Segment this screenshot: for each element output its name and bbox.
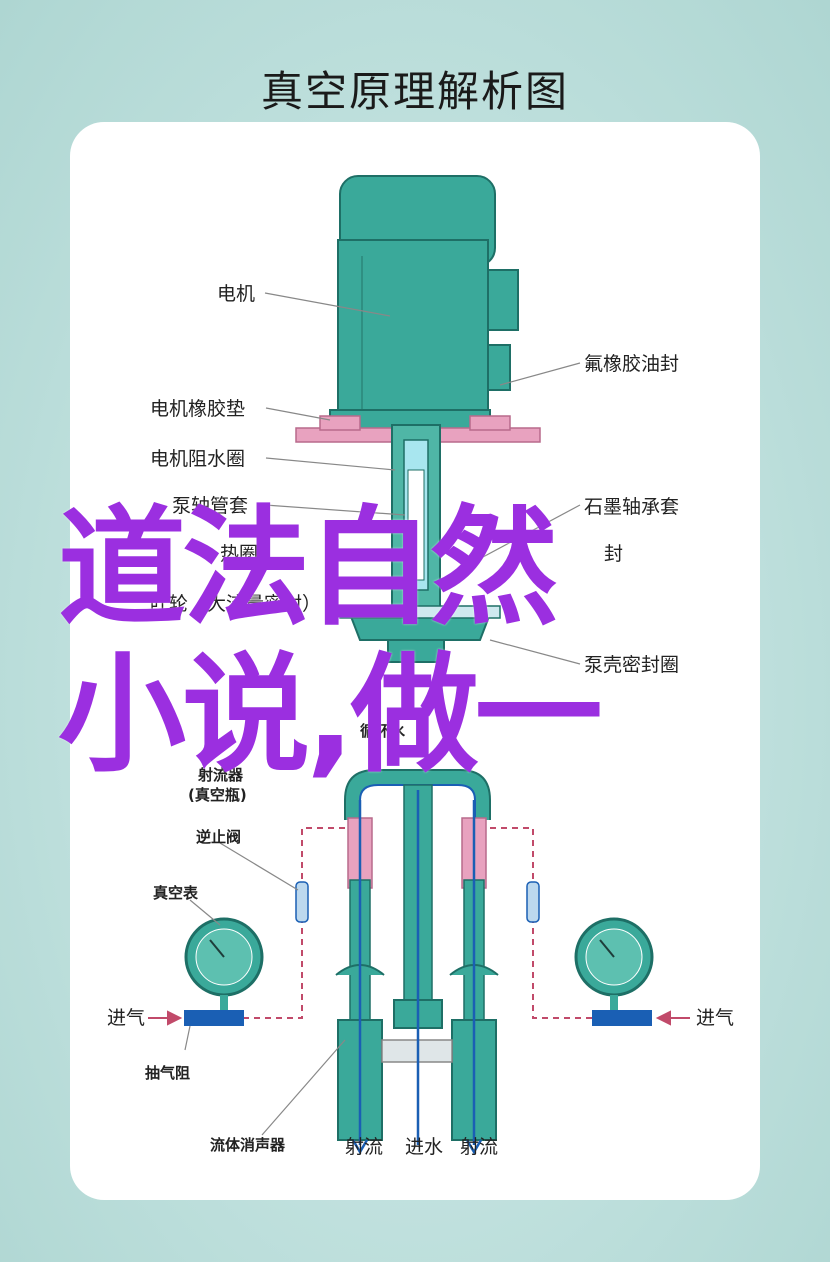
- page-title: 真空原理解析图: [260, 67, 569, 116]
- label-air-in-right: 进气: [696, 1007, 734, 1029]
- check-valve: [295, 881, 540, 923]
- label-fluid-silencer: 流体消声器: [210, 1136, 286, 1154]
- motor: [329, 175, 519, 433]
- label-ejector-paren: (真空瓶): [188, 786, 247, 804]
- label-air-in-left: 进气: [107, 1007, 145, 1029]
- label-pump-sleeve: 泵轴管套: [172, 495, 248, 517]
- air-lines: [220, 827, 610, 1019]
- label-pump-shell-ring: 泵壳密封圈: [584, 654, 679, 676]
- overlay-text-line1: 道法自然: [58, 494, 558, 643]
- label-impeller-seal: 叶轮（大流量密封）: [150, 593, 321, 615]
- label-motor-water-ring: 电机阻水圈: [150, 448, 245, 470]
- label-jet-right: 射流: [460, 1136, 498, 1158]
- label-seal-fragment: 封: [604, 543, 623, 565]
- label-jet-left: 射流: [345, 1136, 383, 1158]
- label-fluoro-seal: 氟橡胶油封: [584, 353, 679, 375]
- label-check-valve: 逆止阀: [196, 828, 241, 846]
- label-graphite-bearing: 石墨轴承套: [584, 496, 679, 518]
- label-vacuum-gauge: 真空表: [153, 884, 199, 902]
- overlay-text-line2: 小说,做一: [58, 641, 603, 790]
- label-heat-ring: 热圈: [220, 543, 258, 565]
- label-motor-gasket: 电机橡胶垫: [150, 398, 245, 420]
- label-air-resist: 抽气阻: [145, 1064, 190, 1082]
- pump-head: [339, 605, 501, 663]
- air-inlet-arrows: [148, 1010, 690, 1026]
- vacuum-gauge-right: [574, 917, 654, 1026]
- label-circulation-water: 循环水: [360, 722, 406, 740]
- label-water-in: 进水: [405, 1136, 443, 1158]
- leader-lines: [184, 292, 581, 1136]
- vacuum-gauge-left: [184, 917, 264, 1026]
- label-ejector: 射流器: [197, 766, 244, 784]
- label-motor: 电机: [217, 283, 255, 305]
- flow-lines: [351, 790, 483, 1155]
